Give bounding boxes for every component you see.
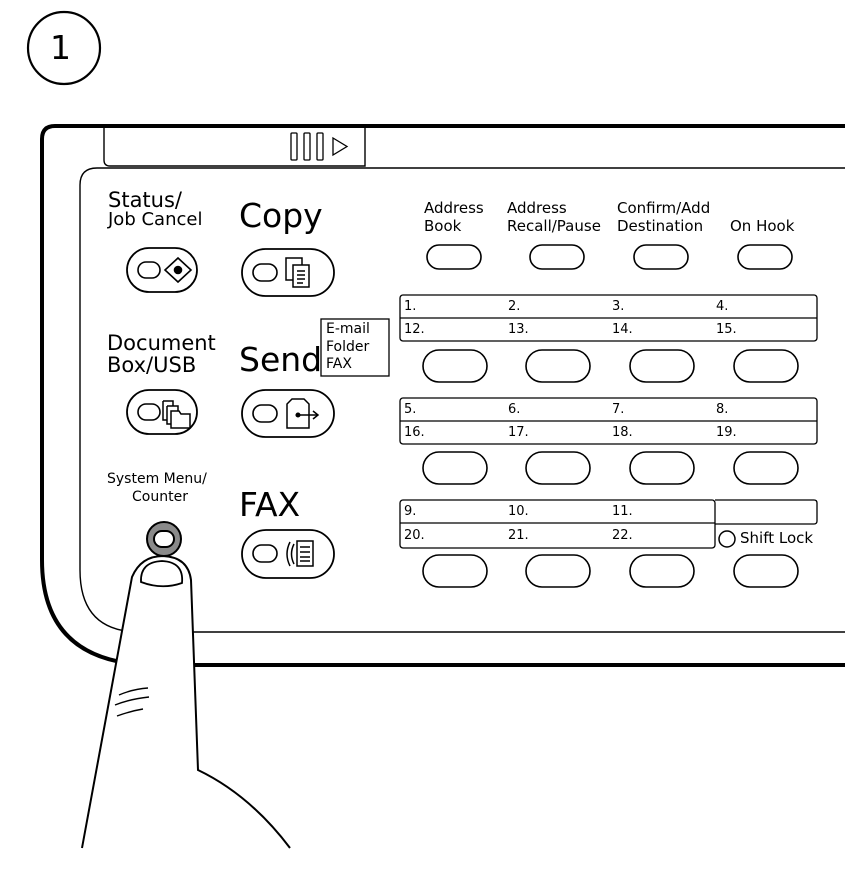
one-touch-key-6-17[interactable] <box>525 451 591 485</box>
docbox-label-line2: Box/USB <box>107 353 197 377</box>
one-touch-label: 15. <box>716 322 737 337</box>
one-touch-key-11-22[interactable] <box>629 554 695 588</box>
one-touch-label: 11. <box>612 504 633 519</box>
pressing-finger <box>81 554 291 849</box>
address-recall-pause-button[interactable] <box>529 244 585 270</box>
one-touch-key-2-13[interactable] <box>525 349 591 383</box>
one-touch-label: 4. <box>716 299 729 314</box>
status-label-line2: Job Cancel <box>108 209 203 230</box>
one-touch-label: 21. <box>508 528 529 543</box>
address-book-label-line2: Book <box>424 217 462 235</box>
address-book-label-line1: Address <box>424 199 484 217</box>
function-key-ovals <box>426 244 793 270</box>
on-hook-button[interactable] <box>737 244 793 270</box>
status-job-cancel-button[interactable] <box>126 247 198 293</box>
one-touch-key-7-18[interactable] <box>629 451 695 485</box>
one-touch-label: 18. <box>612 425 633 440</box>
panel-outer-frame <box>40 124 845 667</box>
send-sub-email: E-mail <box>326 321 370 337</box>
docbox-label-line1: Document <box>107 331 216 355</box>
address-book-button[interactable] <box>426 244 482 270</box>
one-touch-key-5-16[interactable] <box>422 451 488 485</box>
fax-button[interactable] <box>241 529 335 579</box>
fingernail <box>140 560 184 588</box>
document-box-button[interactable] <box>126 389 198 435</box>
one-touch-label: 8. <box>716 402 729 417</box>
one-touch-label: 20. <box>404 528 425 543</box>
step-number: 1 <box>50 28 71 67</box>
one-touch-label: 9. <box>404 504 417 519</box>
step-circle <box>26 10 102 86</box>
shift-lock-label: Shift Lock <box>740 529 814 547</box>
system-menu-counter-button[interactable] <box>146 521 182 557</box>
one-touch-label: 19. <box>716 425 737 440</box>
one-touch-key-ovals <box>422 349 799 588</box>
one-touch-label: 5. <box>404 402 417 417</box>
one-touch-key-1-12[interactable] <box>422 349 488 383</box>
send-icon <box>286 398 320 429</box>
knuckle-lines <box>114 687 150 717</box>
one-touch-key-4-15[interactable] <box>733 349 799 383</box>
one-touch-label: 13. <box>508 322 529 337</box>
panel-inner-bezel <box>79 167 845 633</box>
one-touch-label: 12. <box>404 322 425 337</box>
one-touch-key-9-20[interactable] <box>422 554 488 588</box>
one-touch-label: 6. <box>508 402 521 417</box>
one-touch-label: 7. <box>612 402 625 417</box>
status-label-line1: Status/ <box>108 188 182 212</box>
send-sub-folder: Folder <box>326 339 370 355</box>
one-touch-label: 2. <box>508 299 521 314</box>
on-hook-label: On Hook <box>730 217 795 235</box>
shift-lock-key[interactable] <box>733 554 799 588</box>
sysmenu-label-line1: System Menu/ <box>107 471 207 487</box>
send-sub-fax: FAX <box>326 356 352 372</box>
one-touch-label: 17. <box>508 425 529 440</box>
stop-icon <box>163 256 193 284</box>
one-touch-label: 14. <box>612 322 633 337</box>
one-touch-label: 22. <box>612 528 633 543</box>
fax-icon <box>286 540 314 567</box>
confirm-add-destination-button[interactable] <box>633 244 689 270</box>
copy-label: Copy <box>239 196 323 235</box>
address-recall-label-line2: Recall/Pause <box>507 217 601 235</box>
one-touch-label-strips <box>399 294 818 549</box>
one-touch-label: 3. <box>612 299 625 314</box>
send-destinations-box <box>320 318 390 377</box>
copy-icon <box>285 257 310 288</box>
slide-tab <box>103 126 366 167</box>
copy-button[interactable] <box>241 248 335 297</box>
confirm-add-label-line2: Destination <box>617 217 704 235</box>
shift-lock-indicator <box>718 530 736 548</box>
send-button[interactable] <box>241 389 335 438</box>
send-label: Send <box>239 340 323 379</box>
one-touch-label: 1. <box>404 299 417 314</box>
document-box-icon <box>162 400 191 429</box>
fax-label: FAX <box>239 485 301 524</box>
slide-indicator-icon <box>290 132 349 161</box>
one-touch-label: 10. <box>508 504 529 519</box>
one-touch-label: 16. <box>404 425 425 440</box>
one-touch-key-3-14[interactable] <box>629 349 695 383</box>
confirm-add-label-line1: Confirm/Add <box>617 199 711 217</box>
address-recall-label-line1: Address <box>507 199 567 217</box>
sysmenu-label-line2: Counter <box>132 489 188 505</box>
one-touch-key-10-21[interactable] <box>525 554 591 588</box>
one-touch-key-8-19[interactable] <box>733 451 799 485</box>
